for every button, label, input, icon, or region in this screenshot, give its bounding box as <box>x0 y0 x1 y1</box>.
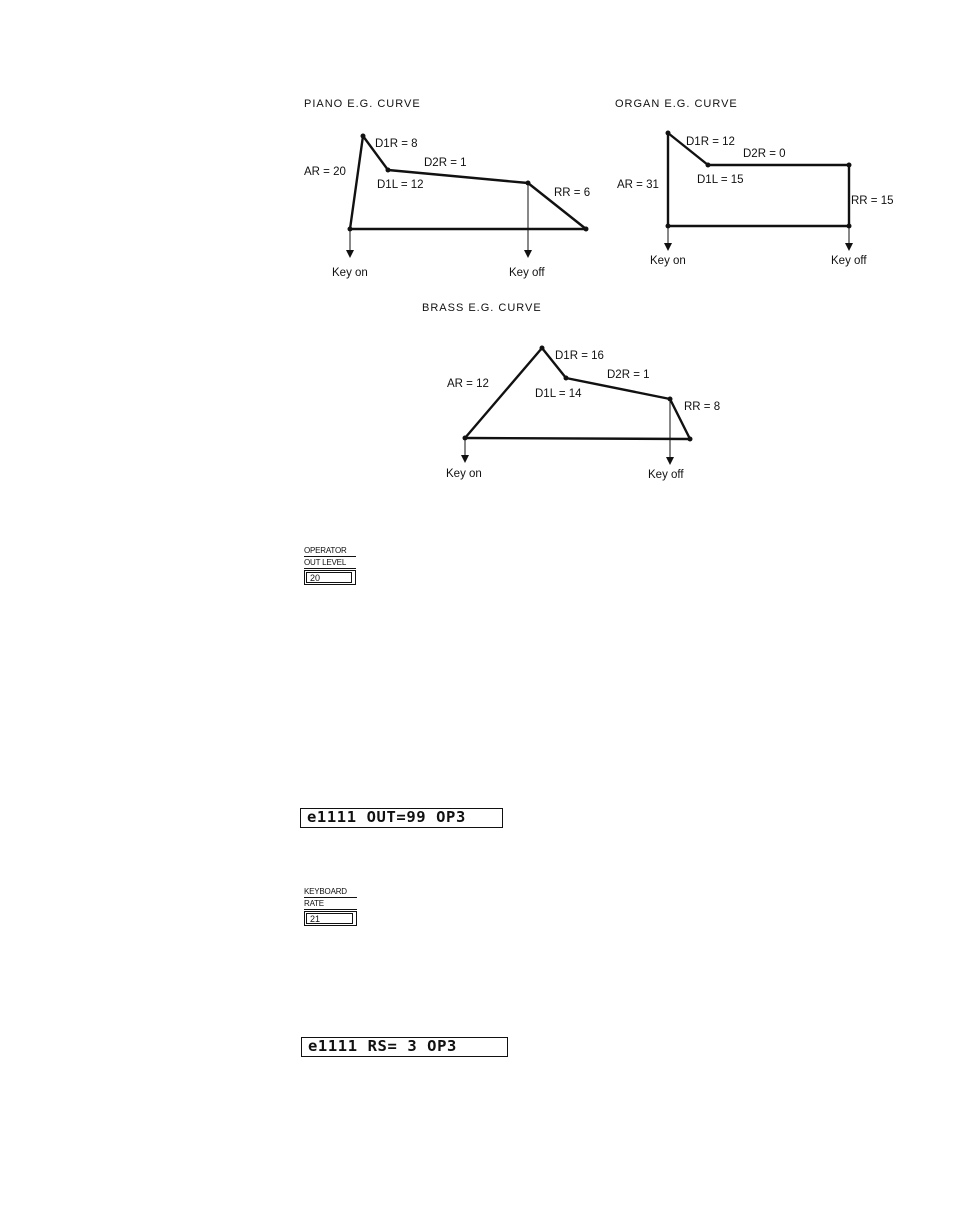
brass-key-off-arrowhead <box>666 457 674 465</box>
rate-label: RATE <box>304 899 357 908</box>
brass-ar-label: AR = 12 <box>447 378 489 390</box>
brass-d1l-label: D1L = 14 <box>535 388 582 400</box>
piano-key-off-label: Key off <box>509 267 545 279</box>
organ-ar-label: AR = 31 <box>617 179 659 191</box>
rate-value: 21 <box>306 913 353 924</box>
piano-end-node <box>584 227 589 232</box>
rate-display: 21 <box>304 911 357 926</box>
brass-d2r-label: D2R = 1 <box>607 369 650 381</box>
organ-key-on-label: Key on <box>650 255 686 267</box>
organ-title: ORGAN E.G. CURVE <box>615 98 738 110</box>
brass-end-node <box>688 437 693 442</box>
keyboard-label: KEYBOARD <box>304 887 357 896</box>
organ-rr-label: RR = 15 <box>851 195 894 207</box>
organ-keyoff-node <box>847 163 852 168</box>
brass-title: BRASS E.G. CURVE <box>422 302 542 314</box>
keyboard-label-rule <box>304 897 357 898</box>
operator-label-rule <box>304 556 356 557</box>
brass-rr-label: RR = 8 <box>684 401 720 413</box>
brass-d1r-label: D1R = 16 <box>555 350 604 362</box>
piano-key-off-arrowhead <box>524 250 532 258</box>
piano-key-on-label: Key on <box>332 267 368 279</box>
piano-rr-label: RR = 6 <box>554 187 590 199</box>
piano-d1l-label: D1L = 12 <box>377 179 424 191</box>
piano-title: PIANO E.G. CURVE <box>304 98 421 110</box>
piano-peak-node <box>361 134 366 139</box>
brass-key-off-label: Key off <box>648 469 684 481</box>
operator-label: OPERATOR <box>304 546 356 555</box>
organ-d1l-node <box>706 163 711 168</box>
piano-eg-diagram: PIANO E.G. CURVE AR = 20 D1R = 8 D2R = 1… <box>304 98 590 279</box>
organ-key-off-label: Key off <box>831 255 867 267</box>
out-level-display: 20 <box>304 570 356 585</box>
out-level-value: 20 <box>306 572 352 583</box>
operator-out-level-control: OPERATOR OUT LEVEL 20 <box>304 546 356 585</box>
out-level-label-rule <box>304 568 356 569</box>
organ-d1l-label: D1L = 15 <box>697 174 744 186</box>
keyboard-rate-control: KEYBOARD RATE 21 <box>304 887 357 926</box>
brass-baseline <box>465 438 690 439</box>
organ-d1r-label: D1R = 12 <box>686 136 735 148</box>
brass-key-on-label: Key on <box>446 468 482 480</box>
organ-eg-diagram: ORGAN E.G. CURVE AR = 31 D1R = 12 D2R = … <box>615 98 894 267</box>
organ-key-off-arrowhead <box>845 243 853 251</box>
brass-peak-node <box>540 346 545 351</box>
out-level-label: OUT LEVEL <box>304 558 356 567</box>
lcd-rate-scaling-display: e1111 RS= 3 OP3 <box>301 1037 508 1057</box>
brass-d1l-node <box>564 376 569 381</box>
piano-ar-label: AR = 20 <box>304 166 346 178</box>
organ-key-on-arrowhead <box>664 243 672 251</box>
piano-d2r-label: D2R = 1 <box>424 157 467 169</box>
piano-d1l-node <box>386 168 391 173</box>
piano-d1r-label: D1R = 8 <box>375 138 418 150</box>
organ-peak-node <box>666 131 671 136</box>
brass-key-on-arrowhead <box>461 455 469 463</box>
organ-d2r-label: D2R = 0 <box>743 148 786 160</box>
lcd-out-level-display: e1111 OUT=99 OP3 <box>300 808 503 828</box>
brass-eg-diagram: BRASS E.G. CURVE AR = 12 D1R = 16 D2R = … <box>422 302 720 481</box>
piano-key-on-arrowhead <box>346 250 354 258</box>
rate-label-rule <box>304 909 357 910</box>
